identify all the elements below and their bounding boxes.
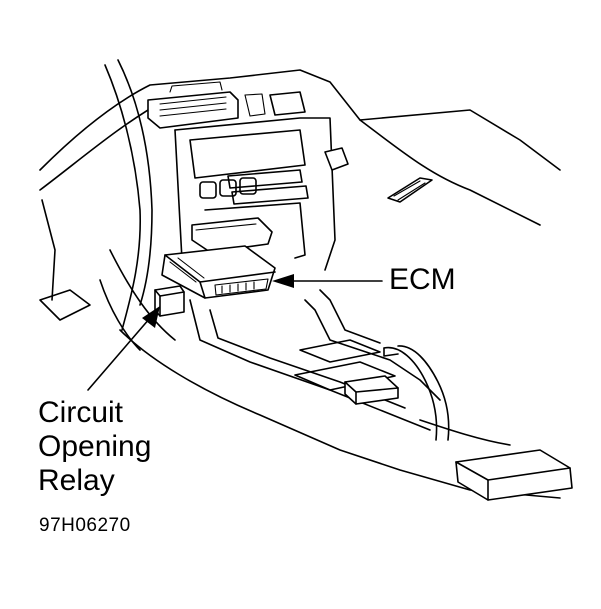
console-lid <box>344 375 399 405</box>
center-stack <box>174 91 349 271</box>
relay-label: Circuit Opening Relay <box>38 396 151 498</box>
figure-code: 97H06270 <box>39 515 131 536</box>
relay-callout-arrow <box>87 306 160 391</box>
relay-label-line-2: Opening <box>38 430 152 463</box>
ecm-callout-arrow <box>272 274 383 288</box>
shift-lever <box>383 345 450 441</box>
dashboard-outline <box>39 59 561 331</box>
ecm-label: ECM <box>389 263 456 296</box>
relay-label-line-1: Circuit <box>38 396 124 429</box>
rear-armrest <box>419 419 573 501</box>
circuit-opening-relay <box>154 285 185 317</box>
dash-vent <box>147 81 239 129</box>
ecm-module <box>161 217 276 299</box>
right-door-handle <box>387 177 433 203</box>
lower-console <box>39 199 561 499</box>
relay-label-line-3: Relay <box>38 464 115 497</box>
